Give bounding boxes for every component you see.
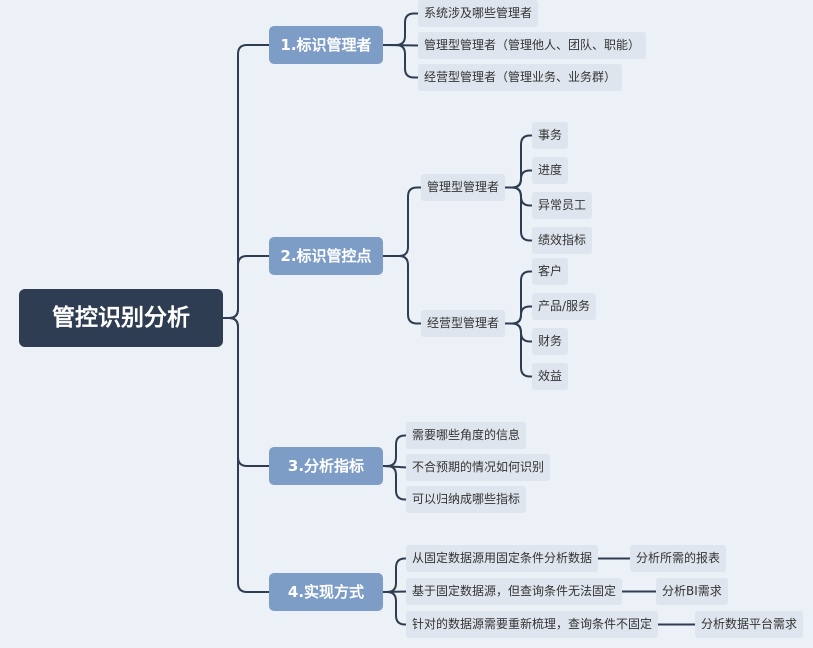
leaf-bi-analysis[interactable]: 分析BI需求 bbox=[656, 578, 728, 605]
connector-line-8 bbox=[382, 255, 423, 325]
leaf-progress[interactable]: 进度 bbox=[532, 157, 569, 184]
root-node[interactable]: 管控识别分析 bbox=[19, 289, 223, 347]
leaf-reorganize-source[interactable]: 针对的数据源需要重新梳理，查询条件不固定 bbox=[406, 611, 659, 638]
leaf-info-perspectives[interactable]: 需要哪些角度的信息 bbox=[406, 422, 527, 449]
connector-line-10 bbox=[504, 169, 534, 189]
connector-line-6 bbox=[382, 44, 420, 79]
leaf-management-type[interactable]: 管理型管理者（管理他人、团队、职能） bbox=[418, 32, 647, 59]
leaf-business-type[interactable]: 经营型管理者（管理业务、业务群） bbox=[418, 64, 623, 91]
connector-line-17 bbox=[382, 434, 408, 467]
connector-line-7 bbox=[382, 186, 423, 257]
connector-line-3 bbox=[222, 317, 271, 593]
leaf-affairs[interactable]: 事务 bbox=[532, 122, 569, 149]
connector-line-19 bbox=[382, 465, 408, 501]
leaf-benefit[interactable]: 效益 bbox=[532, 363, 569, 390]
leaf-report-analysis[interactable]: 分析所需的报表 bbox=[630, 545, 727, 572]
leaf-fixed-source-variable-condition[interactable]: 基于固定数据源，但查询条件无法固定 bbox=[406, 578, 623, 605]
sub-business-manager[interactable]: 经营型管理者 bbox=[421, 310, 506, 337]
leaf-summarize-indicators[interactable]: 可以归纳成哪些指标 bbox=[406, 486, 527, 513]
leaf-fixed-source-fixed-condition[interactable]: 从固定数据源用固定条件分析数据 bbox=[406, 545, 599, 572]
leaf-data-platform-analysis[interactable]: 分析数据平台需求 bbox=[695, 611, 804, 638]
connector-line-22 bbox=[382, 591, 408, 626]
connector-line-1 bbox=[222, 255, 271, 319]
sub-management-manager[interactable]: 管理型管理者 bbox=[421, 174, 506, 201]
branch-analysis-indicators[interactable]: 3.分析指标 bbox=[269, 447, 383, 485]
leaf-product-service[interactable]: 产品/服务 bbox=[532, 293, 597, 320]
leaf-system-managers[interactable]: 系统涉及哪些管理者 bbox=[418, 0, 539, 27]
connector-line-20 bbox=[382, 557, 408, 593]
leaf-kpi[interactable]: 绩效指标 bbox=[532, 227, 593, 254]
connector-line-14 bbox=[504, 305, 534, 325]
leaf-abnormal-staff[interactable]: 异常员工 bbox=[532, 192, 593, 219]
branch-implementation[interactable]: 4.实现方式 bbox=[269, 573, 383, 611]
connector-line-0 bbox=[222, 44, 271, 319]
connector-line-4 bbox=[382, 12, 420, 46]
connector-line-9 bbox=[504, 134, 534, 189]
leaf-customer[interactable]: 客户 bbox=[532, 258, 569, 285]
connector-line-12 bbox=[504, 186, 534, 242]
connector-line-13 bbox=[504, 270, 534, 325]
branch-control-points[interactable]: 2.标识管控点 bbox=[269, 237, 383, 275]
leaf-unexpected-detection[interactable]: 不合预期的情况如何识别 bbox=[406, 454, 551, 481]
connector-line-16 bbox=[504, 322, 534, 378]
leaf-finance[interactable]: 财务 bbox=[532, 328, 569, 355]
connector-line-2 bbox=[222, 317, 271, 467]
branch-identify-managers[interactable]: 1.标识管理者 bbox=[269, 26, 383, 64]
